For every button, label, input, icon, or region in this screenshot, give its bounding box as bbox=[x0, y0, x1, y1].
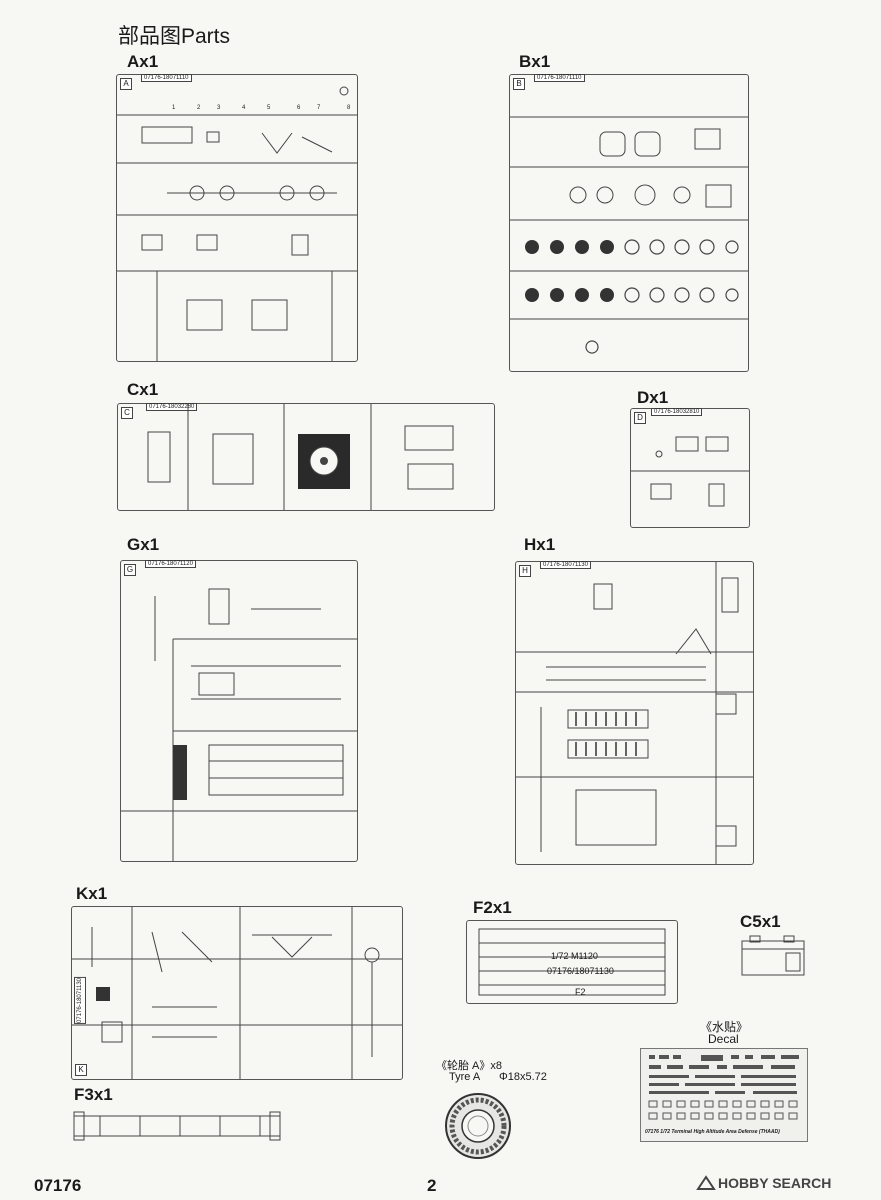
part-a-6: 6 bbox=[297, 105, 301, 111]
sprue-a-corner: A bbox=[120, 78, 132, 90]
decal-label-en: Decal bbox=[708, 1032, 739, 1046]
sprue-b-code: 07176-18071110 bbox=[534, 74, 585, 82]
sprue-d-label: Dx1 bbox=[637, 388, 669, 407]
watermark-text: HOBBY SEARCH bbox=[718, 1175, 832, 1191]
sprue-b-label: Bx1 bbox=[519, 52, 551, 71]
sprue-a-drawing: 1 2 3 4 5 6 7 8 bbox=[117, 86, 357, 361]
f2-line1: 1/72 M1120 bbox=[551, 951, 598, 961]
sprue-c5-part bbox=[738, 933, 808, 977]
page-title-en: Parts bbox=[181, 25, 231, 48]
sprue-c-drawing bbox=[147, 404, 454, 510]
part-a-8: 8 bbox=[347, 105, 351, 111]
sprue-k-frame: K 07176-18071130 bbox=[71, 906, 403, 1080]
footer-page-number: 2 bbox=[427, 1176, 437, 1195]
page-title: 部品图Parts bbox=[118, 20, 230, 50]
sprue-h-label: Hx1 bbox=[524, 535, 556, 554]
page-title-zh: 部品图 bbox=[118, 24, 181, 48]
part-a-5: 5 bbox=[267, 105, 271, 111]
sprue-g-drawing bbox=[121, 588, 357, 861]
tyre-label-en: Tyre A bbox=[449, 1071, 481, 1083]
part-a-2: 2 bbox=[197, 105, 201, 111]
part-a-1: 1 bbox=[172, 105, 176, 111]
part-a-3: 3 bbox=[217, 105, 221, 111]
sprue-k-label: Kx1 bbox=[76, 884, 108, 903]
sprue-f2-drawing bbox=[478, 928, 666, 996]
tyre-size: Φ18x5.72 bbox=[499, 1071, 547, 1083]
decal-sheet: 07176 1/72 Terminal High Altitude Area D… bbox=[640, 1048, 808, 1142]
sprue-c-frame: C 07176-18032280 bbox=[117, 403, 495, 511]
sprue-g-code: 07176-18071120 bbox=[145, 560, 196, 568]
decal-caption: 07176 1/72 Terminal High Altitude Area D… bbox=[645, 1129, 780, 1135]
sprue-b-frame: B 07176-18071110 bbox=[509, 74, 749, 372]
sprue-f2-label: F2x1 bbox=[473, 898, 512, 917]
tyre-icon bbox=[442, 1090, 514, 1162]
sprue-f3-part bbox=[70, 1106, 284, 1146]
sprue-d-drawing bbox=[631, 436, 749, 507]
sprue-b-drawing bbox=[510, 116, 748, 354]
sprue-h-drawing bbox=[516, 562, 753, 864]
sprue-a-frame: A 07176-18071110 1 2 3 4 5 6 bbox=[116, 74, 358, 362]
sprue-c-label: Cx1 bbox=[127, 380, 159, 399]
sprue-b-corner: B bbox=[513, 78, 525, 90]
sprue-k-drawing bbox=[72, 907, 402, 1079]
f2-line2: 07176/18071130 bbox=[547, 966, 614, 976]
footer-code: 07176 bbox=[34, 1176, 82, 1195]
sprue-h-corner: H bbox=[519, 565, 531, 577]
sprue-k-code: 07176-18071130 bbox=[74, 977, 86, 1024]
sprue-k-corner: K bbox=[75, 1064, 87, 1076]
sprue-g-corner: G bbox=[124, 564, 136, 576]
sprue-c-corner: C bbox=[121, 407, 133, 419]
sprue-d-code: 07176-18032810 bbox=[651, 408, 703, 416]
part-a-4: 4 bbox=[242, 105, 246, 111]
sprue-f2-frame: 1/72 M1120 07176/18071130 F2 bbox=[466, 920, 678, 1004]
f2-tag: F2 bbox=[575, 987, 586, 997]
sprue-g-label: Gx1 bbox=[127, 535, 160, 554]
sprue-c5-label: C5x1 bbox=[740, 912, 781, 931]
sprue-a-code: 07176-18071110 bbox=[141, 74, 192, 82]
sprue-f3-label: F3x1 bbox=[74, 1085, 113, 1104]
hobby-search-logo-icon bbox=[696, 1175, 716, 1191]
sprue-c-code: 07176-18032280 bbox=[146, 403, 198, 411]
sprue-a-label: Ax1 bbox=[127, 52, 159, 71]
part-a-7: 7 bbox=[317, 105, 321, 111]
sprue-h-frame: H 07176-18071130 bbox=[515, 561, 754, 865]
decal-label-zh: 《水贴》 bbox=[700, 1020, 749, 1034]
sprue-d-corner: D bbox=[634, 412, 646, 424]
sprue-h-code: 07176-18071130 bbox=[540, 561, 591, 569]
sprue-d-frame: D 07176-18032810 bbox=[630, 408, 750, 528]
tyre-label-zh: 《轮胎 A》x8 bbox=[436, 1060, 503, 1072]
sprue-g-frame: G 07176-18071120 bbox=[120, 560, 358, 862]
